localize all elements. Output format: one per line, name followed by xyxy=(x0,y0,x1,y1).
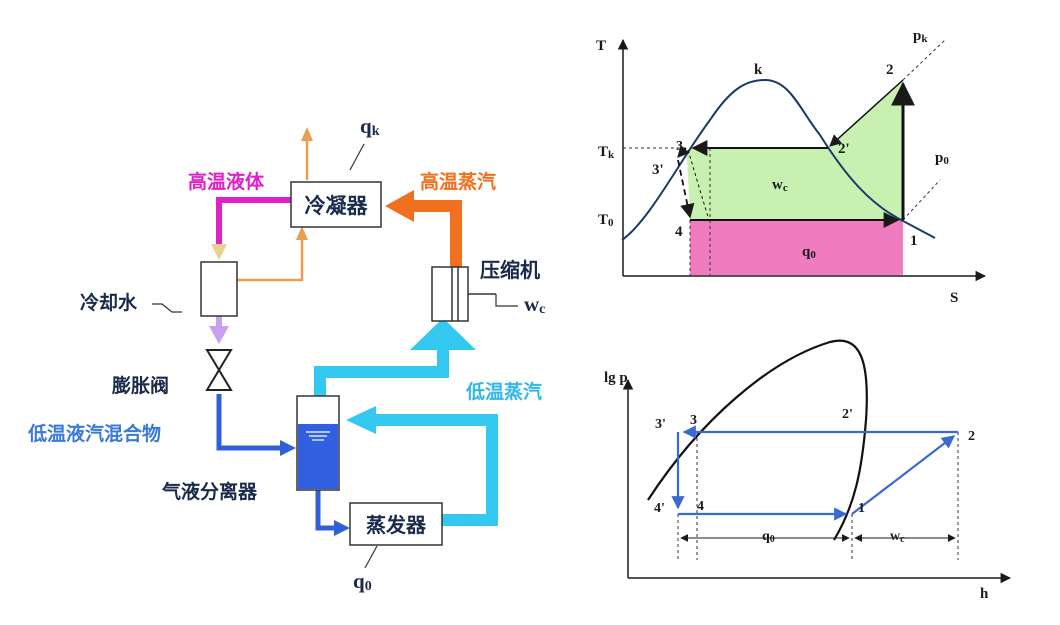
lgph-point-3p: 3' xyxy=(655,417,666,432)
lgph-point-4p: 4' xyxy=(654,501,665,516)
lgph-x-axis-label: h xyxy=(980,586,989,602)
high-temp-liquid-arrowhead xyxy=(211,244,227,260)
separator-to-evaporator-arrowhead xyxy=(334,520,350,536)
ts-k-label: k xyxy=(754,62,763,78)
cooling-water-return-arrowhead xyxy=(296,226,308,240)
separator-to-compressor-pipe xyxy=(314,345,449,398)
compressor-label: 压缩机 xyxy=(480,258,540,282)
ts-pk-isobar xyxy=(902,39,946,81)
lgph-wc-label: wc xyxy=(890,529,905,545)
q0-leader xyxy=(364,545,378,569)
ts-point-3p: 3' xyxy=(652,162,664,178)
evaporator-box xyxy=(349,502,443,546)
low-temp-vapor-pipe xyxy=(372,414,498,526)
lgph-q0-label: q0 xyxy=(762,529,775,545)
ts-p0-isobar xyxy=(902,179,941,221)
ts-p0-label: p0 xyxy=(935,150,949,167)
ts-wc-label: wc xyxy=(772,177,788,194)
ts-point-3: 3 xyxy=(676,139,683,154)
ts-tk-label: Tk xyxy=(598,144,615,161)
expansion-valve-label: 膨胀阀 xyxy=(111,374,169,397)
ts-s-axis-label: S xyxy=(950,290,958,306)
mixture-pipe xyxy=(216,394,282,451)
low-temp-vapor-label: 低温蒸汽 xyxy=(465,380,542,403)
lgph-point-3: 3 xyxy=(690,413,697,428)
cooling-water-return-line xyxy=(237,236,304,282)
compressor-wc-label: wc xyxy=(524,292,545,317)
lgph-point-1: 1 xyxy=(858,501,865,516)
lgph-y-axis-label: lg p xyxy=(604,370,628,386)
q0-label: q0 xyxy=(353,569,372,594)
ts-point-1: 1 xyxy=(910,233,918,249)
lgph-line-1-2 xyxy=(851,435,956,515)
lgph-point-4: 4 xyxy=(697,499,704,514)
subcooler-to-valve-arrowhead xyxy=(209,326,229,344)
schematic: 冷凝器 qk 冷却水 膨胀阀 低温液汽混合物 气液分离器 蒸发器 q0 压缩机 xyxy=(27,114,545,594)
ts-q0-label: q0 xyxy=(802,244,816,261)
mixture-arrowhead xyxy=(280,440,296,456)
lgph-point-2p: 2' xyxy=(842,407,853,422)
ts-pk-label: pk xyxy=(913,28,928,45)
separator-liquid xyxy=(298,424,338,489)
ts-point-4: 4 xyxy=(675,224,683,240)
cooling-water-label: 冷却水 xyxy=(80,291,138,314)
ts-point-2p: 2' xyxy=(838,141,850,157)
wc-leader xyxy=(495,294,518,307)
cooling-water-leader xyxy=(152,303,182,313)
high-temp-liquid-label: 高温液体 xyxy=(188,170,265,193)
low-temp-vapor-arrowhead xyxy=(346,406,376,434)
lgph-point-2: 2 xyxy=(968,429,975,444)
ts-t0-label: T0 xyxy=(598,212,614,229)
ts-saturation-dome xyxy=(621,78,936,241)
high-temp-vapor-pipe xyxy=(412,200,462,268)
qk-out-arrowhead xyxy=(301,127,313,141)
condenser-box xyxy=(290,181,382,228)
qk-label: qk xyxy=(360,114,380,139)
separator-label: 气液分离器 xyxy=(161,480,258,503)
high-temp-liquid-pipe xyxy=(216,197,292,246)
high-temp-vapor-label: 高温蒸汽 xyxy=(420,170,496,193)
ts-line-3-3p xyxy=(677,144,690,158)
ts-wc-region xyxy=(687,80,903,220)
mixture-label: 低温液汽混合物 xyxy=(27,422,161,445)
compressor-cylinder xyxy=(431,266,469,322)
compressor-inlet-arrowhead xyxy=(410,318,476,350)
ts-q0-region xyxy=(690,220,903,275)
condenser-label: 冷凝器 xyxy=(305,194,369,218)
subcooler-box xyxy=(200,261,238,317)
lgph-saturation-dome xyxy=(647,339,868,541)
separator-to-evaporator-pipe xyxy=(315,488,336,531)
evaporator-label: 蒸发器 xyxy=(366,513,427,537)
qk-leader xyxy=(349,143,365,171)
lgph-diagram: lg p h 3' 3 2' 2 4' 4 1 q0 wc xyxy=(604,339,1012,602)
ts-line-2-2p xyxy=(829,79,904,147)
high-temp-vapor-arrowhead xyxy=(385,190,414,222)
ts-t-axis-label: T xyxy=(596,38,606,54)
ts-diagram: T S k pk p0 2 2' Tk T0 3 3' 4 1 wc q0 xyxy=(596,28,987,306)
expansion-valve-icon xyxy=(205,349,233,391)
ts-point-2: 2 xyxy=(886,62,894,78)
